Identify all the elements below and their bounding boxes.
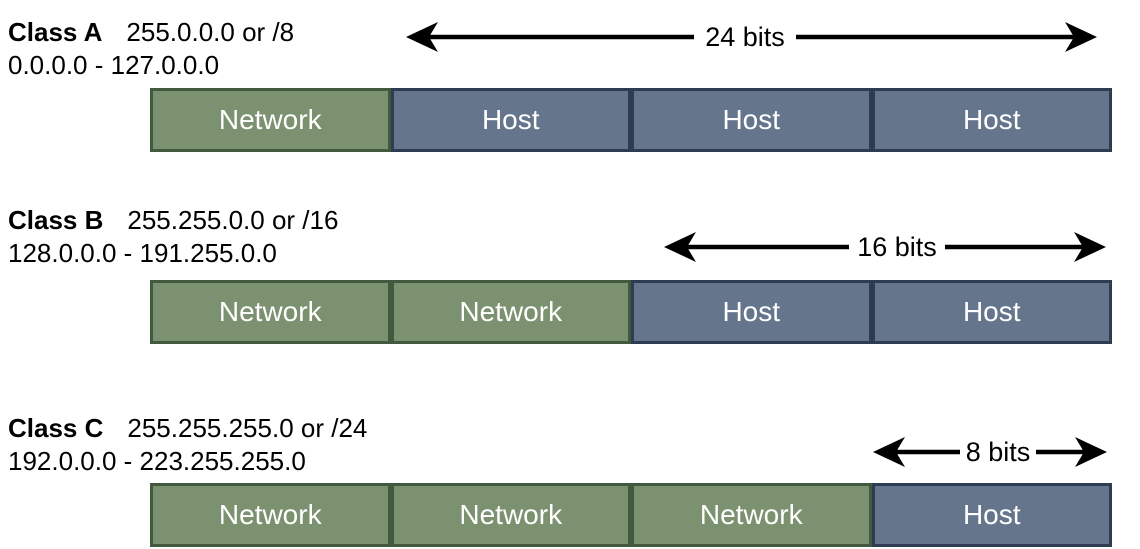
class-c-address-range: 192.0.0.0 - 223.255.255.0	[8, 446, 306, 476]
class-c-octet-4: Host	[871, 483, 1112, 547]
class-a-octet-3: Host	[631, 88, 872, 152]
class-c-octet-3: Network	[631, 483, 872, 547]
class-b-octet-bar: Network Network Host Host	[150, 280, 1112, 344]
arrow-left-head-icon	[664, 232, 696, 262]
class-a-subnet-mask: 255.0.0.0 or /8	[126, 17, 295, 47]
class-a-bits-arrow: 24 bits	[406, 22, 1097, 52]
class-c-title-line: Class C 255.255.255.0 or /24	[8, 412, 367, 445]
class-a-octet-4: Host	[871, 88, 1112, 152]
class-b-heading: Class B 255.255.0.0 or /16 128.0.0.0 - 19…	[8, 204, 338, 270]
class-b-octet-1: Network	[150, 280, 391, 344]
class-c-heading: Class C 255.255.255.0 or /24 192.0.0.0 - …	[8, 412, 367, 478]
class-b-bits-arrow: 16 bits	[664, 232, 1106, 262]
class-a-bits-label: 24 bits	[705, 22, 785, 52]
class-b-address-range: 128.0.0.0 - 191.255.0.0	[8, 238, 277, 268]
class-b-title-line: Class B 255.255.0.0 or /16	[8, 204, 338, 237]
arrow-right-head-icon	[1065, 22, 1097, 52]
class-b-octet-4: Host	[871, 280, 1112, 344]
arrow-right-head-icon	[1075, 437, 1107, 467]
arrow-left-head-icon	[873, 437, 905, 467]
class-b-subnet-mask: 255.255.0.0 or /16	[127, 205, 339, 235]
class-c-octet-2: Network	[390, 483, 631, 547]
class-c-bits-arrow: 8 bits	[873, 437, 1107, 467]
class-b-bits-label: 16 bits	[857, 232, 937, 262]
class-a-octet-1: Network	[150, 88, 391, 152]
class-b-octet-3: Host	[631, 280, 872, 344]
class-b-octet-2: Network	[390, 280, 631, 344]
class-a-address-range: 0.0.0.0 - 127.0.0.0	[8, 50, 220, 80]
class-c-subnet-mask: 255.255.255.0 or /24	[127, 413, 368, 443]
arrow-right-head-icon	[1074, 232, 1106, 262]
class-a-heading: Class A 255.0.0.0 or /8 0.0.0.0 - 127.0.0…	[8, 16, 294, 82]
class-a-title-line: Class A 255.0.0.0 or /8	[8, 16, 294, 49]
class-c-bits-label: 8 bits	[966, 437, 1031, 467]
class-c-octet-bar: Network Network Network Host	[150, 483, 1112, 547]
class-a-name: Class A	[8, 17, 103, 47]
class-b-name: Class B	[8, 205, 104, 235]
class-c-octet-1: Network	[150, 483, 391, 547]
arrow-left-head-icon	[406, 22, 438, 52]
class-a-octet-bar: Network Host Host Host	[150, 88, 1112, 152]
class-c-name: Class C	[8, 413, 104, 443]
class-a-octet-2: Host	[390, 88, 631, 152]
